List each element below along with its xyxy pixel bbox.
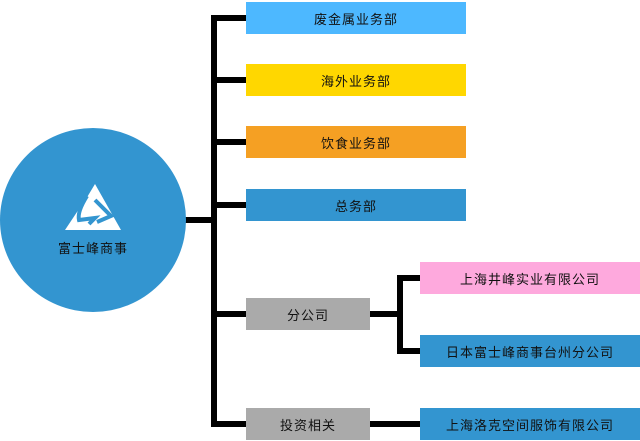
connector-root: [185, 217, 217, 223]
connector-dept-5: [211, 311, 246, 317]
connector-dept-3: [211, 139, 246, 145]
connector-dept-4: [211, 202, 246, 208]
dept-branches: 分公司: [246, 298, 370, 330]
root-node: 富士峰商事: [0, 128, 186, 312]
company-logo-icon: [65, 183, 121, 230]
connector-branch-trunk: [397, 275, 403, 354]
connector-dept-2: [211, 77, 246, 83]
connector-sub-2: [397, 348, 420, 354]
connector-dept-1: [211, 15, 246, 21]
connector-dept-6: [211, 421, 246, 427]
connector-invest: [370, 421, 420, 427]
connector-sub-1: [397, 275, 420, 281]
dept-investments: 投资相关: [246, 408, 370, 440]
sub-taizhou-branch: 日本富士峰商事台州分公司: [420, 335, 640, 367]
connector-trunk: [211, 15, 217, 427]
root-label: 富士峰商事: [57, 241, 128, 257]
dept-overseas: 海外业务部: [246, 64, 466, 96]
dept-scrap-metal: 废金属业务部: [246, 2, 466, 34]
sub-shanghai-jingfeng: 上海井峰实业有限公司: [420, 262, 640, 294]
sub-shanghai-luoke: 上海洛克空间服饰有限公司: [420, 408, 640, 440]
dept-general-affairs: 总务部: [246, 189, 466, 221]
dept-food: 饮食业务部: [246, 126, 466, 158]
connector-branch: [370, 311, 403, 317]
